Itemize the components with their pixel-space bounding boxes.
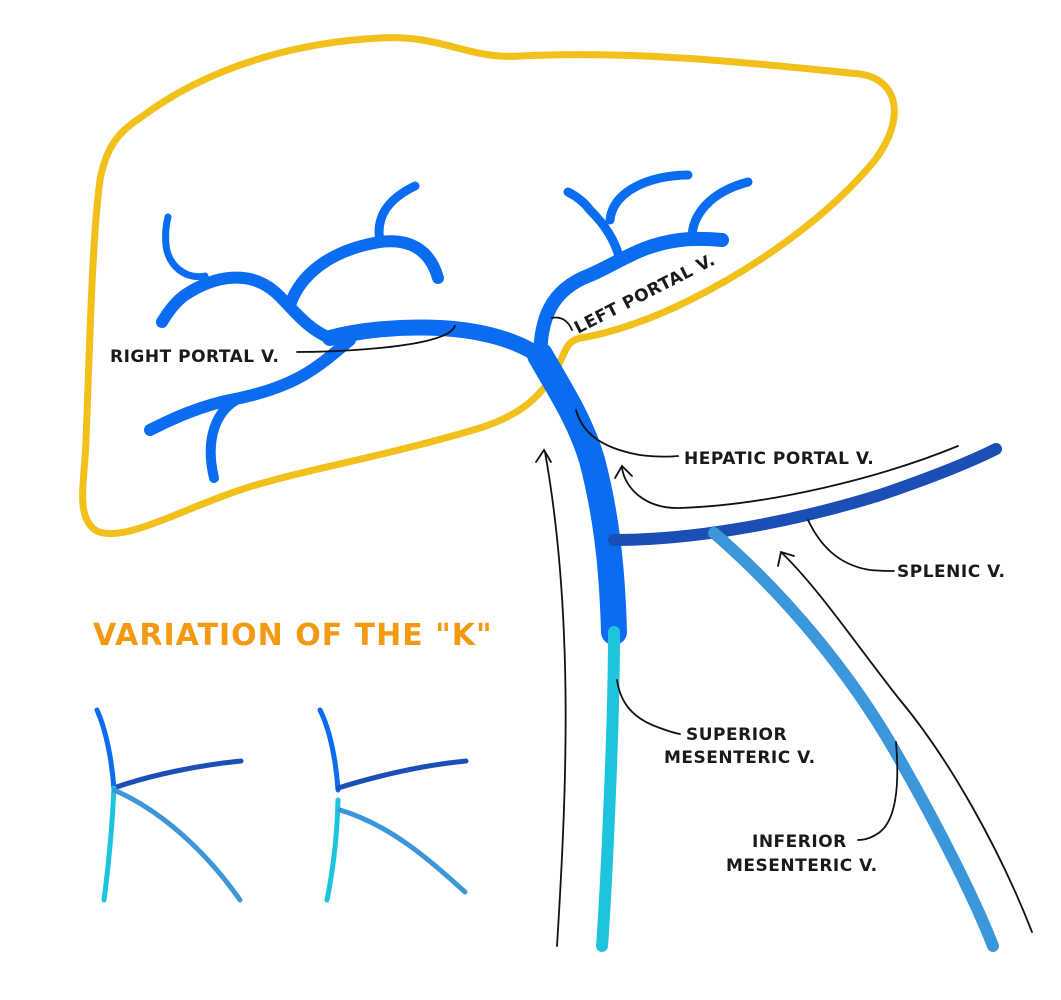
variation-k-2-superior-mesenteric: [324, 797, 341, 903]
superior-mesenteric-vein: [596, 626, 620, 952]
leader-hepatic-portal: [575, 409, 679, 458]
flow-arrow-superior-mesenteric: [544, 451, 567, 947]
inferior-mesenteric-vein: [708, 527, 999, 952]
flow-arrow-splenic: [621, 445, 959, 509]
label-right-portal-vein: RIGHT PORTAL V.: [110, 347, 279, 367]
leader-right-portal: [296, 325, 456, 353]
right-portal-vein-branches: [144, 181, 553, 483]
variation-k-2: [317, 707, 469, 903]
variation-k-1-inferior-mesenteric: [111, 787, 243, 903]
variation-title: VARIATION OF THE "K": [93, 618, 493, 653]
variation-k-2-inferior-mesenteric: [337, 807, 468, 895]
variation-k-1: [94, 707, 244, 903]
variation-k-2-splenic: [335, 758, 469, 791]
variation-k-1-portal: [94, 707, 117, 793]
left-portal-top-twig: [605, 170, 693, 225]
left-portal-right-twig: [687, 177, 753, 243]
variation-k-2-portal: [317, 707, 341, 793]
right-portal-trunk: [322, 319, 553, 368]
leader-left-portal: [551, 316, 573, 331]
leader-splenic: [807, 519, 895, 572]
variation-k-1-splenic: [111, 758, 244, 791]
right-portal-lower-twig: [205, 393, 245, 483]
right-portal-upper-twig: [162, 213, 209, 281]
flow-arrow-inferior-mesenteric: [781, 552, 1033, 933]
variation-k-1-superior-mesenteric: [101, 785, 117, 903]
flow-arrow-inferior-mesenteric-head: [777, 550, 795, 567]
liver-outline: [79, 34, 898, 538]
label-superior-mesenteric-line1: SUPERIOR: [686, 725, 787, 745]
label-inferior-mesenteric-line2: MESENTERIC V.: [726, 856, 878, 876]
right-portal-mid-branch: [156, 271, 336, 344]
left-portal-mid-twig: [563, 187, 625, 265]
leader-superior-mesenteric: [616, 679, 681, 735]
hepatic-portal-vein: [527, 342, 627, 645]
label-splenic-vein: SPLENIC V.: [897, 562, 1006, 582]
label-superior-mesenteric-line2: MESENTERIC V.: [664, 748, 816, 768]
flow-arrow-superior-mesenteric-head: [535, 448, 552, 463]
right-portal-upper-branch: [284, 235, 444, 311]
right-portal-top-twig: [374, 181, 420, 247]
label-hepatic-portal-vein: HEPATIC PORTAL V.: [684, 449, 874, 469]
leader-inferior-mesenteric: [857, 741, 899, 841]
label-inferior-mesenteric-line1: INFERIOR: [752, 832, 847, 852]
flow-arrow-splenic-head: [614, 464, 633, 479]
left-portal-vein-branches: [533, 170, 753, 367]
splenic-vein: [608, 443, 1002, 546]
